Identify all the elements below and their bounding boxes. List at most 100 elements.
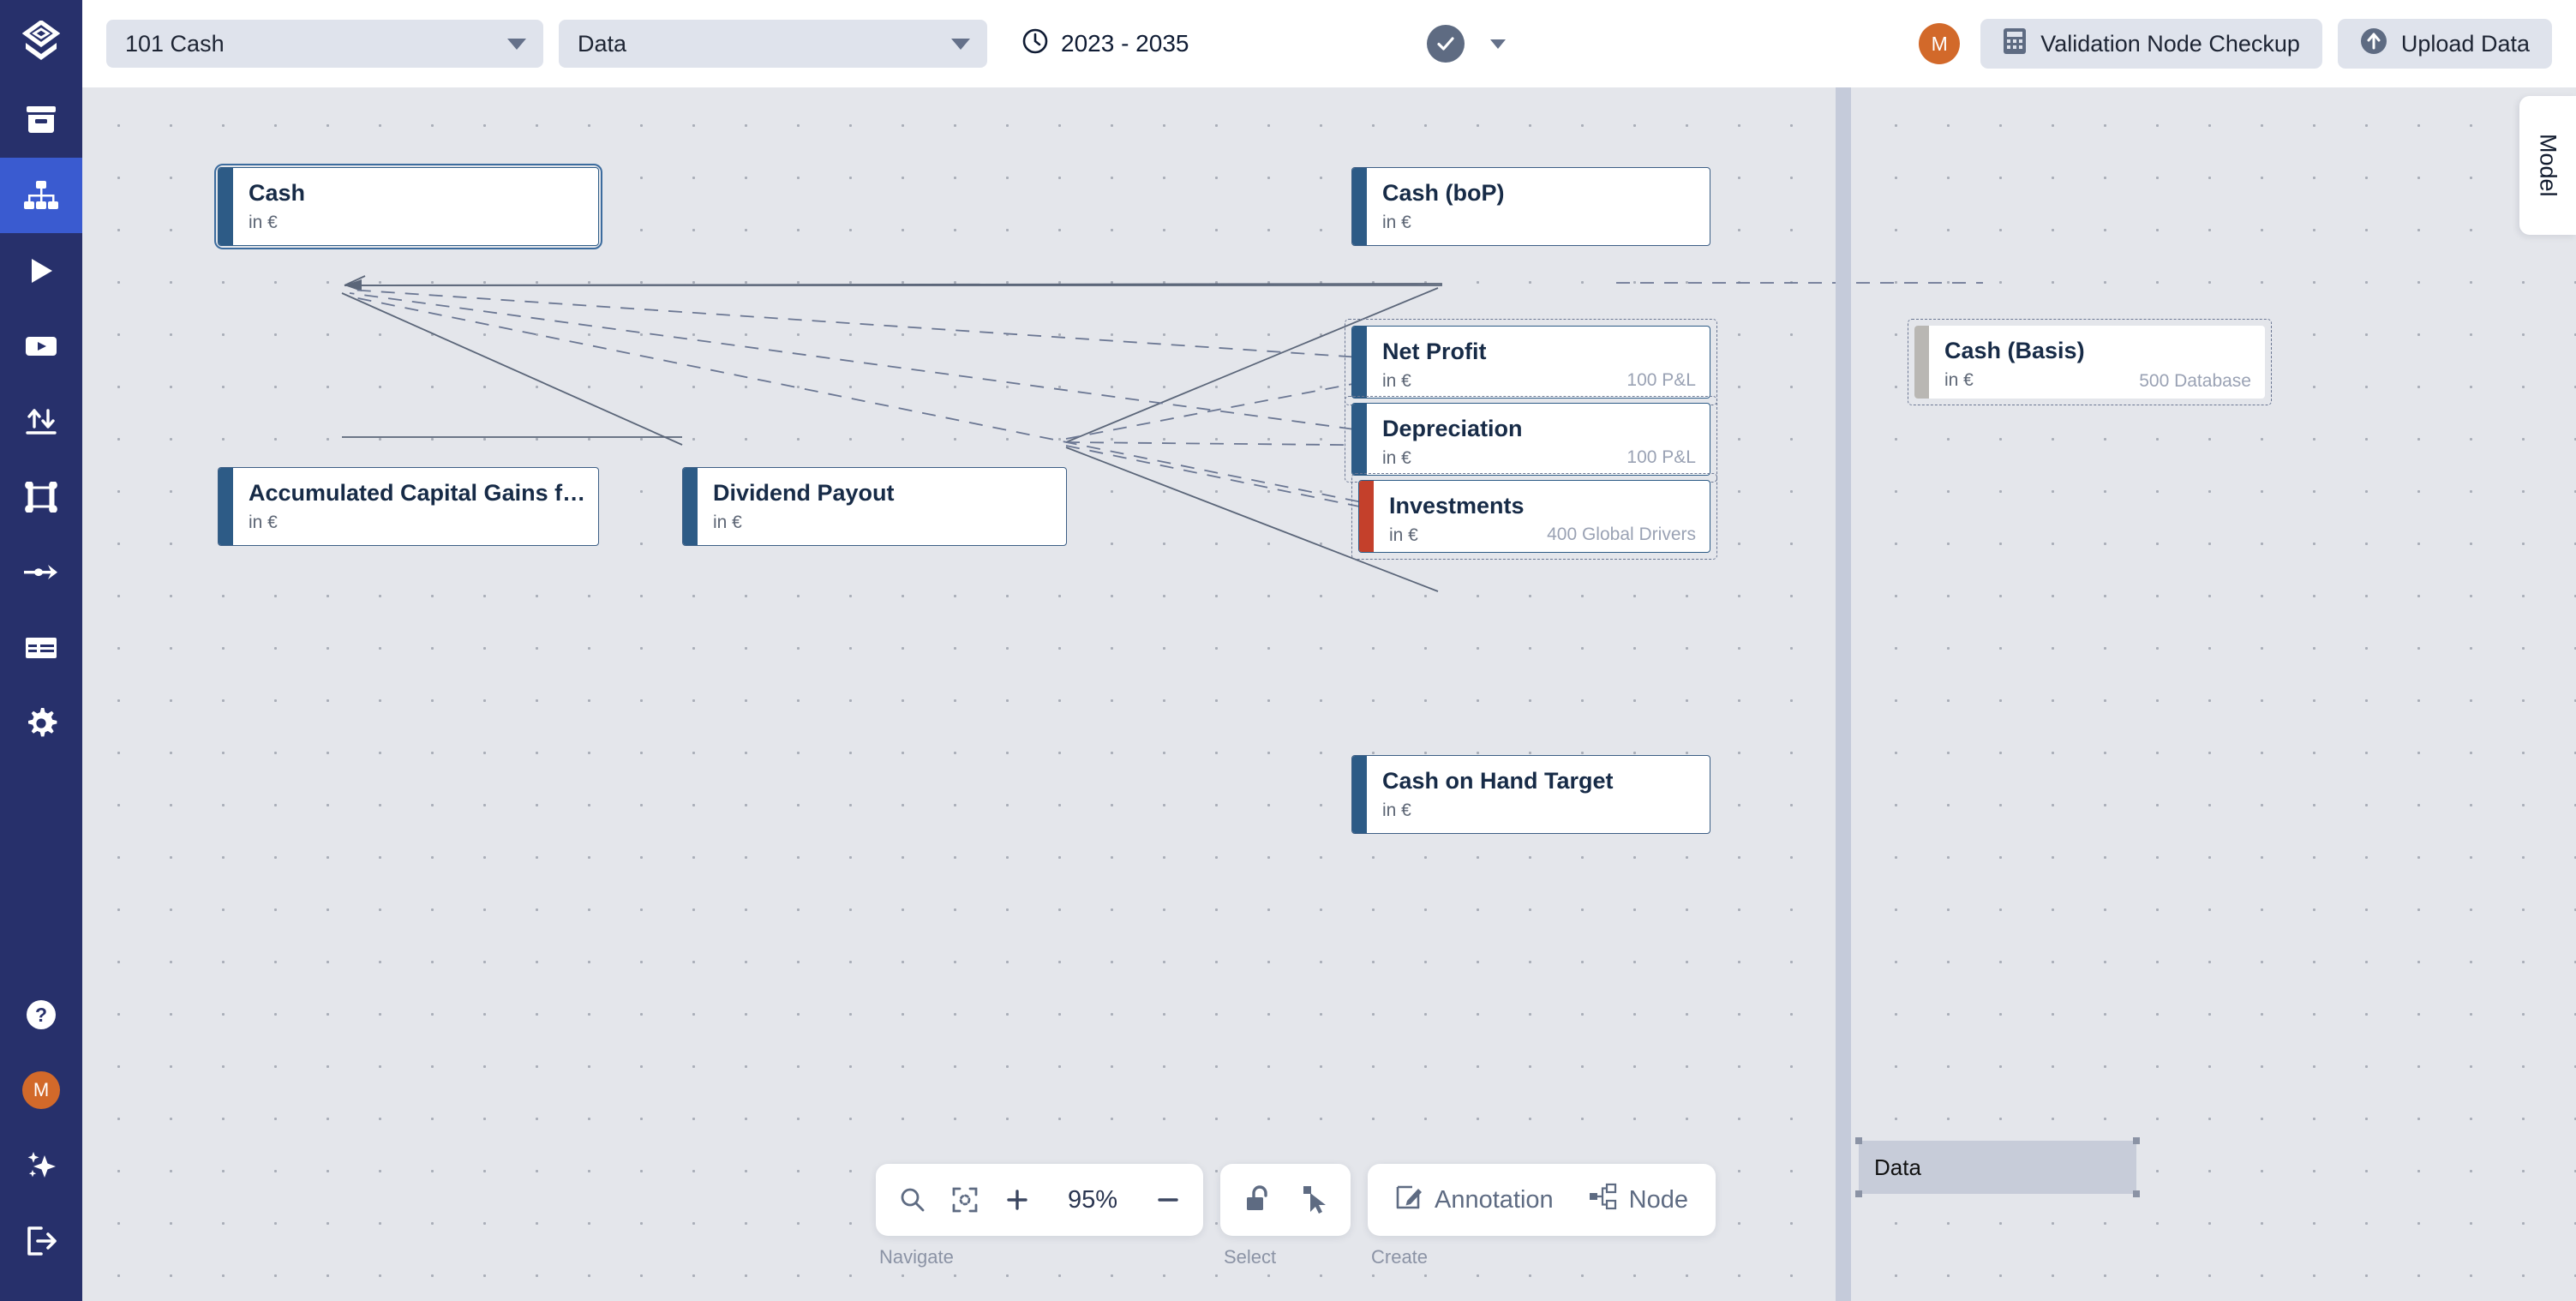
search-icon[interactable] — [898, 1186, 926, 1214]
node-body: Cash on Hand Target in € — [1351, 755, 1710, 834]
model-canvas[interactable]: Cash in € Accumulated Capital Gains f… i… — [82, 87, 2576, 1301]
node-body: Dividend Payout in € — [682, 467, 1067, 546]
status-selector[interactable] — [1427, 25, 1507, 63]
play-icon — [26, 255, 57, 286]
annotation-label: Annotation — [1435, 1185, 1554, 1214]
left-navigation-rail: ? M — [0, 0, 82, 1301]
node-color-bar — [1352, 327, 1367, 398]
node-unit: in € — [1382, 370, 1411, 391]
toolbar-group-create: Annotation Node Create — [1368, 1164, 1716, 1268]
sidebar-item-tables[interactable] — [0, 610, 82, 686]
node-cash-on-hand-target[interactable]: Cash on Hand Target in € — [1351, 755, 1710, 834]
time-range-selector[interactable]: 2023 - 2035 — [1021, 27, 1189, 61]
node-unit: in € — [1382, 212, 1411, 232]
sidebar-item-account[interactable]: M — [0, 1052, 82, 1128]
pointer-select-icon[interactable] — [1301, 1184, 1327, 1215]
node-unit: in € — [1382, 800, 1411, 820]
node-net-profit[interactable]: Net Profit in € 100 P&L — [1345, 319, 1717, 405]
create-annotation-button[interactable]: Annotation — [1395, 1183, 1554, 1217]
calculator-icon — [2003, 27, 2027, 61]
node-title: Cash — [249, 180, 306, 206]
clock-icon — [1021, 27, 1049, 61]
toolbar-group-navigate: 95% Navigate — [876, 1164, 1203, 1268]
sidebar-item-layout[interactable] — [0, 459, 82, 535]
create-node-button[interactable]: Node — [1588, 1183, 1688, 1217]
node-color-bar — [219, 168, 233, 245]
annotation-pencil-icon — [1395, 1183, 1423, 1217]
node-unit: in € — [1389, 525, 1418, 545]
sidebar-item-logout[interactable] — [0, 1203, 82, 1279]
node-color-bar — [1914, 326, 1929, 399]
data-chip[interactable]: Data — [1855, 1137, 2140, 1197]
node-body: Net Profit in € 100 P&L — [1351, 326, 1710, 399]
toolbar-group-select: Select — [1220, 1164, 1351, 1268]
node-color-bar — [1352, 756, 1367, 833]
resize-handle-ne[interactable] — [2133, 1137, 2140, 1144]
node-body: Cash (Basis) in € 500 Database — [1914, 326, 2265, 399]
node-cash-bop[interactable]: Cash (boP) in € — [1351, 167, 1710, 246]
zoom-out-button[interactable] — [1155, 1187, 1181, 1213]
node-depreciation[interactable]: Depreciation in € 100 P&L — [1345, 396, 1717, 483]
chevron-down-icon — [1490, 39, 1507, 49]
archive-box-icon — [24, 105, 58, 135]
user-avatar[interactable]: M — [1919, 23, 1961, 64]
node-title: Cash (Basis) — [1944, 338, 2085, 363]
sidebar-item-import-export[interactable] — [0, 384, 82, 459]
sidebar-item-connections[interactable] — [0, 535, 82, 610]
gear-icon — [25, 707, 57, 740]
upload-button-label: Upload Data — [2400, 30, 2530, 57]
view-select[interactable]: Data — [559, 20, 987, 68]
node-unit: in € — [249, 512, 278, 532]
upload-data-button[interactable]: Upload Data — [2337, 19, 2552, 69]
help-circle-icon: ? — [25, 998, 57, 1031]
node-dividend-payout[interactable]: Dividend Payout in € — [682, 467, 1067, 546]
node-cash[interactable]: Cash in € — [214, 164, 602, 249]
node-accumulated-capital-gains[interactable]: Accumulated Capital Gains f… in € — [218, 467, 599, 546]
canvas-toolbar: 95% Navigate — [876, 1164, 1716, 1268]
resize-handle-sw[interactable] — [1855, 1190, 1862, 1197]
node-title: Investments — [1389, 493, 1525, 519]
data-chip-label: Data — [1874, 1154, 1921, 1180]
node-title: Accumulated Capital Gains f… — [249, 480, 586, 506]
fit-to-screen-icon[interactable] — [951, 1186, 979, 1214]
zoom-level[interactable]: 95% — [1067, 1185, 1118, 1214]
sidebar-item-scenarios[interactable] — [0, 309, 82, 384]
validation-node-checkup-button[interactable]: Validation Node Checkup — [1980, 19, 2322, 69]
node-body: Investments in € 400 Global Drivers — [1358, 480, 1710, 553]
arrow-link-icon — [23, 563, 59, 582]
node-body: Cash (boP) in € — [1351, 167, 1710, 246]
sidebar-item-model-structure[interactable] — [0, 158, 82, 233]
right-panel: Model Data — [1851, 87, 2576, 1301]
time-range-value: 2023 - 2035 — [1061, 30, 1189, 57]
tab-model[interactable]: Model — [2519, 96, 2576, 235]
unlock-icon[interactable] — [1244, 1184, 1272, 1215]
node-unit: in € — [249, 212, 278, 232]
table-icon — [24, 635, 58, 661]
chevron-down-icon — [951, 38, 970, 50]
sidebar-item-archive[interactable] — [0, 82, 82, 158]
sidebar-item-run[interactable] — [0, 233, 82, 309]
resize-handle-nw[interactable] — [1855, 1137, 1862, 1144]
model-select[interactable]: 101 Cash — [106, 20, 543, 68]
sidebar-item-help[interactable]: ? — [0, 977, 82, 1052]
node-title: Depreciation — [1382, 416, 1523, 441]
toolbar-label-create: Create — [1371, 1246, 1429, 1268]
node-title: Cash on Hand Target — [1382, 768, 1614, 794]
node-investments[interactable]: Investments in € 400 Global Drivers — [1351, 473, 1717, 560]
node-body: Cash in € — [218, 167, 599, 246]
app-logo-icon[interactable] — [0, 0, 82, 82]
tab-model-label: Model — [2535, 134, 2561, 197]
node-title: Cash (boP) — [1382, 180, 1505, 206]
panel-resize-divider[interactable] — [1836, 87, 1851, 1301]
node-body: Depreciation in € 100 P&L — [1351, 403, 1710, 476]
top-toolbar: 101 Cash Data 2023 - 2035 — [82, 0, 2576, 87]
sidebar-item-ai-assistant[interactable] — [0, 1128, 82, 1203]
node-unit: in € — [1382, 447, 1411, 468]
node-color-bar — [1359, 481, 1374, 552]
zoom-in-button[interactable] — [1004, 1187, 1030, 1213]
sidebar-item-settings[interactable] — [0, 686, 82, 761]
resize-handle-se[interactable] — [2133, 1190, 2140, 1197]
node-cash-basis[interactable]: Cash (Basis) in € 500 Database — [1908, 319, 2272, 405]
node-body: Accumulated Capital Gains f… in € — [218, 467, 599, 546]
